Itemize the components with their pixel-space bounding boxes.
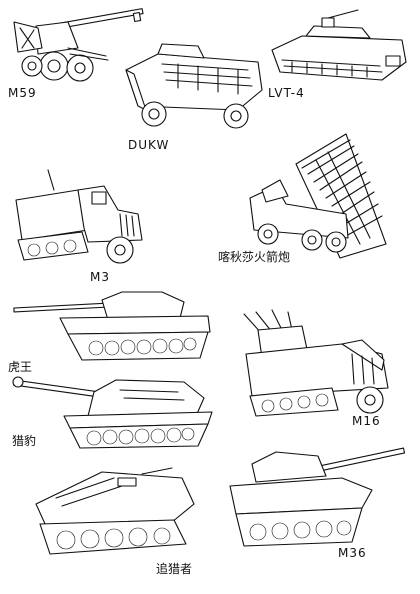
m59-caption: M59 <box>8 86 37 100</box>
jagdpanther-drawing <box>12 376 213 449</box>
m3-caption: M3 <box>90 270 110 284</box>
katyusha-caption: 喀秋莎火箭炮 <box>218 250 291 264</box>
hetzer-caption: 追猎者 <box>156 562 193 576</box>
m36-caption: M36 <box>338 546 367 560</box>
jagdpanther-caption: 猎豹 <box>12 434 37 448</box>
hetzer-drawing <box>35 467 195 555</box>
dukw-caption: DUKW <box>128 138 170 152</box>
m59-gun-drawing <box>13 8 144 82</box>
king-tiger-drawing <box>13 291 211 361</box>
m16-caption: M16 <box>352 414 381 428</box>
king-tiger-caption: 虎王 <box>8 360 33 374</box>
m3-halftrack-drawing <box>15 169 143 264</box>
dukw-drawing <box>125 43 263 129</box>
m16-drawing <box>243 309 389 417</box>
m36-drawing <box>229 447 406 547</box>
katyusha-drawing <box>249 133 387 259</box>
lvt4-caption: LVT-4 <box>268 86 305 100</box>
lvt4-drawing <box>271 9 407 81</box>
